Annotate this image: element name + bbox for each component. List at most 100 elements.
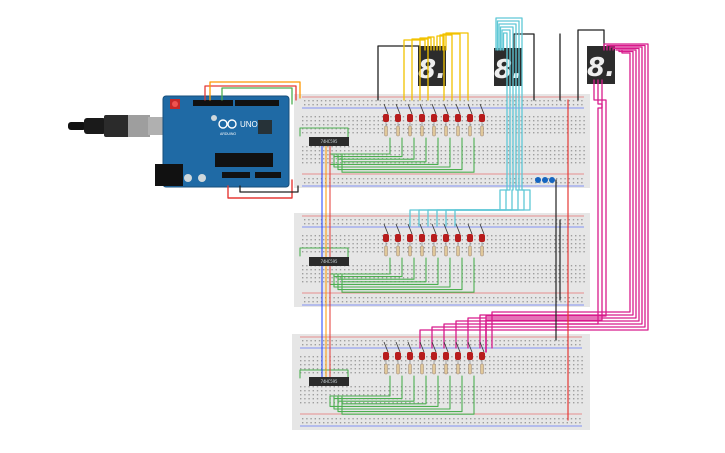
wire [419,43,649,349]
led [395,234,401,242]
led [419,114,425,122]
wire [491,49,631,349]
resistor [468,245,472,257]
resistor [420,245,424,257]
wire [419,37,432,101]
led [455,114,461,122]
led [407,234,413,242]
led-array [383,103,485,375]
led [383,114,389,122]
wire [455,47,640,349]
resistor [396,125,400,137]
wire [337,257,463,291]
led [479,114,485,122]
led [431,352,437,360]
chip-2-label: 74HC595 [321,259,338,264]
resistor [456,245,460,257]
led [431,114,437,122]
wire [329,375,439,407]
wire [442,33,461,101]
resistor [384,363,388,375]
wire [427,36,435,101]
led [467,114,473,122]
usb-cable [68,115,168,137]
resistor [456,125,460,137]
seven-segment-display-2[interactable]: 8. [494,48,522,86]
led [443,114,449,122]
led [467,352,473,360]
seven-segment-display-1[interactable]: 8. [418,46,446,86]
wire [431,44,646,349]
led [383,352,389,360]
resistor [408,245,412,257]
wire [333,375,451,410]
led [467,234,473,242]
resistor [408,125,412,137]
wire [467,49,637,349]
arduino-board[interactable]: UNO ARDUINO [155,95,290,188]
led [479,352,485,360]
display-2-digit: 8. [494,55,522,85]
resistor [396,363,400,375]
led [443,234,449,242]
wire [204,85,297,101]
wire [403,39,426,101]
wire [479,49,634,349]
resistor [468,125,472,137]
shift-register-chip-3[interactable]: 74HC595 [309,377,349,386]
display-1-digit: 8. [418,55,446,85]
led [407,114,413,122]
resistor [408,363,412,375]
push-button-1[interactable] [535,177,541,183]
resistor [480,363,484,375]
resistor [432,363,436,375]
led [419,352,425,360]
resistor [432,125,436,137]
wire [341,257,475,293]
wire [454,32,508,227]
resistor [468,363,472,375]
shift-register-chip-1[interactable]: 74HC595 [309,137,349,146]
led [479,234,485,242]
wire [299,247,349,263]
wire [513,33,535,101]
seven-segment-display-3[interactable]: 8. [587,46,615,84]
led [455,352,461,360]
arduino-logo-icon [218,119,237,129]
resistor [444,245,448,257]
wire [577,29,605,101]
wire [443,46,643,349]
led [395,352,401,360]
push-button-2[interactable] [542,177,548,183]
resistor [444,363,448,375]
resistor [480,245,484,257]
led [407,352,413,360]
push-button-3[interactable] [549,177,555,183]
wire [333,137,451,168]
resistor [480,125,484,137]
resistor [420,125,424,137]
wire [239,185,299,193]
chip-1-label: 74HC595 [321,139,338,144]
resistor [432,245,436,257]
wire [377,45,421,101]
led [443,352,449,360]
wire [227,179,293,199]
wire [341,137,475,173]
shift-register-chip-2[interactable]: 74HC595 [309,257,349,266]
resistor [456,363,460,375]
led [431,234,437,242]
push-button-group[interactable] [535,177,555,183]
wire [341,375,475,415]
resistor [396,245,400,257]
resistor [384,245,388,257]
wire [445,32,469,101]
wire [337,375,463,413]
led [383,234,389,242]
chip-3-label: 74HC595 [321,379,338,384]
resistor [420,363,424,375]
wire [333,257,451,288]
resistor [444,125,448,137]
resistor [384,125,388,137]
